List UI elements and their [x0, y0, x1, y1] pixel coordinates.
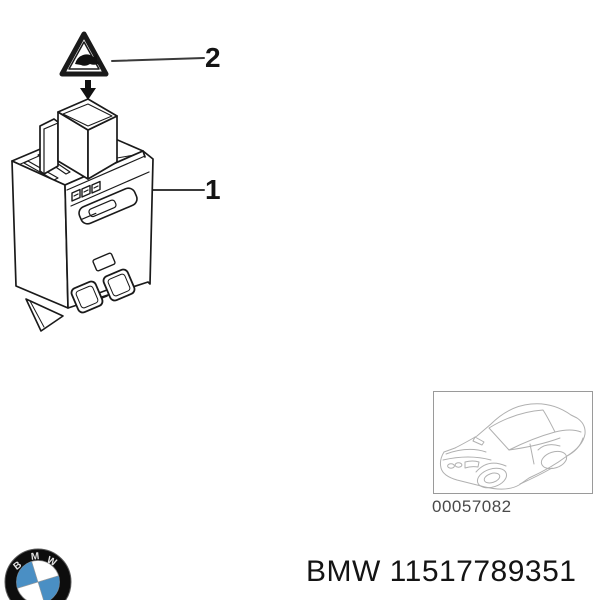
callout-2[interactable]: 2 — [205, 42, 221, 73]
bmw-roundel-logo: B M W — [3, 546, 73, 600]
thumbnail-code: 00057082 — [432, 497, 512, 516]
leader-line-callout-2 — [111, 57, 205, 62]
vehicle-thumbnail[interactable] — [433, 391, 593, 494]
car-sketch-icon — [439, 403, 586, 490]
bmw-logo-icon: B M W — [4, 548, 72, 600]
callout-1[interactable]: 1 — [205, 174, 221, 205]
part-technical-drawing — [11, 31, 205, 332]
part-number: BMW 11517789351 — [306, 555, 576, 589]
relay-module-drawing — [11, 98, 154, 332]
down-arrow-icon — [80, 80, 96, 100]
part-number-value: 11517789351 — [389, 555, 577, 588]
logo-letter-m: M — [30, 551, 39, 563]
brand-label: BMW — [306, 555, 381, 588]
warning-triangle-icon — [59, 31, 109, 77]
